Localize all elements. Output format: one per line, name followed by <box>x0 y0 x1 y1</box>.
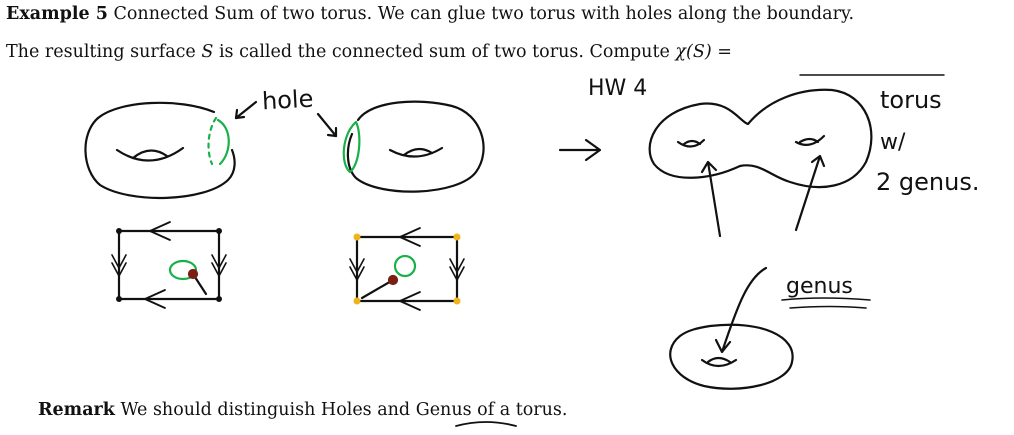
hole-boundary <box>216 118 230 166</box>
torus-2 <box>342 100 485 193</box>
line2-prefix: The resulting surface <box>6 42 196 62</box>
genus-arrow-right <box>794 154 826 232</box>
genus-pointer-arrow <box>714 266 768 354</box>
remark-label: Remark <box>38 400 115 420</box>
connected-sum-surface <box>648 88 873 238</box>
euler-characteristic-formula: χ(S) = <box>675 42 732 62</box>
hole-arrow-right <box>316 112 338 138</box>
with-label: w/ <box>880 130 906 155</box>
hole-boundary-2 <box>342 120 361 174</box>
remark-text-after: of a torus. <box>477 400 568 420</box>
remark-genus-underline <box>455 421 517 427</box>
two-genus-label: 2 genus. <box>876 168 980 196</box>
example-line1-text: Connected Sum of two torus. We can glue … <box>113 4 855 24</box>
line2-middle: is called the connected sum of two torus… <box>218 42 670 62</box>
base-point-2 <box>387 274 399 286</box>
hole-arrow-left <box>234 100 258 120</box>
genus-label: genus <box>786 274 853 299</box>
surface-symbol: S <box>201 42 214 62</box>
example-heading-line: Example 5 Connected Sum of two torus. We… <box>6 4 854 24</box>
torus-1 <box>84 101 236 199</box>
square-model-1 <box>111 221 227 309</box>
genus-underline <box>781 297 871 301</box>
square-model-2 <box>349 227 465 311</box>
result-arrow <box>558 138 602 162</box>
genus-arrow-left <box>700 160 722 238</box>
remark-line: Remark We should distinguish Holes and G… <box>38 400 567 420</box>
example-label: Example 5 <box>6 4 108 24</box>
remark-genus-word: Genus <box>415 400 472 420</box>
base-point-1 <box>187 268 199 280</box>
example-question-line: The resulting surface S is called the co… <box>6 42 732 62</box>
remark-text-before: We should distinguish Holes and <box>120 400 411 420</box>
answer-hw4: HW 4 <box>588 76 648 101</box>
torus-label: torus <box>880 86 942 114</box>
hole-label: hole <box>261 84 315 116</box>
hole-loop-2 <box>393 254 417 278</box>
genus-torus <box>669 266 871 390</box>
dashed-hole-boundary <box>207 116 218 166</box>
